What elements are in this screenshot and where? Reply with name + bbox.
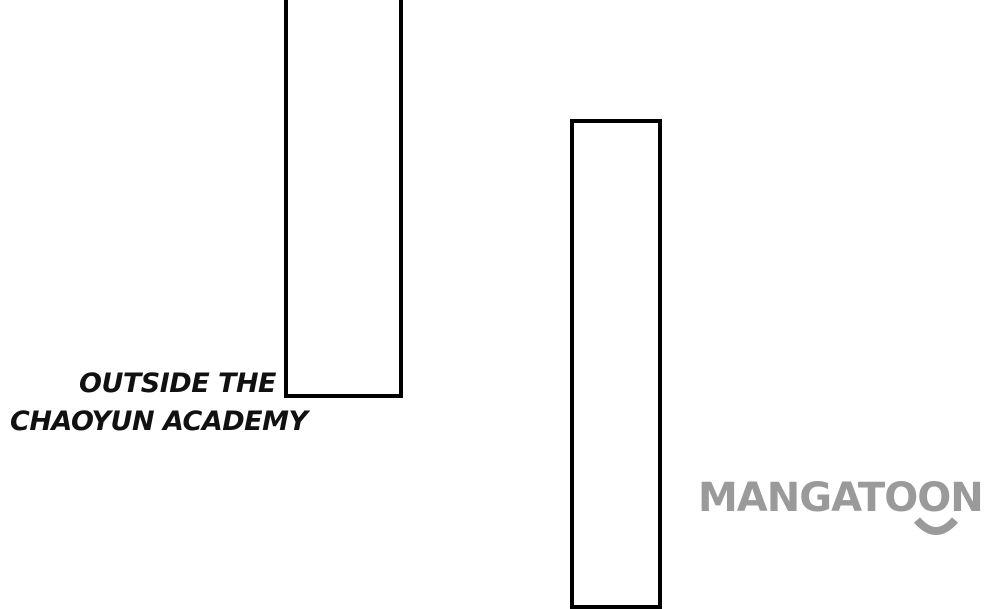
smile-icon <box>913 517 959 535</box>
panel-frame-right <box>570 119 662 609</box>
panel-frame-left <box>284 0 403 398</box>
location-caption: OUTSIDE THE CHAOYUN ACADEMY <box>10 365 320 441</box>
mangatoon-watermark: MANGATOON <box>698 476 1000 540</box>
watermark-text: MANGATOON <box>698 475 984 521</box>
caption-line-2: CHAOYUN ACADEMY <box>10 406 308 437</box>
caption-line-1: OUTSIDE THE <box>79 368 277 399</box>
